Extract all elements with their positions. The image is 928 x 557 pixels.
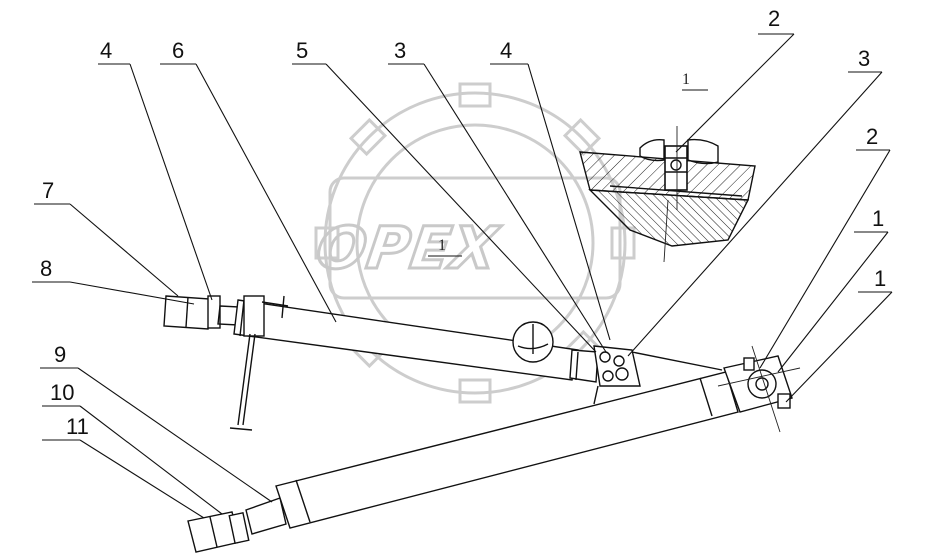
callout-2-top: 2 [768,6,780,31]
section-mark-top: 1 [682,71,690,88]
leader-lines [32,33,893,519]
callout-6: 6 [172,38,184,63]
callout-1-right-a: 1 [872,206,884,231]
lower-cylinder [187,345,801,553]
watermark-text: OPEX [312,214,504,282]
upper-cylinder [163,295,599,431]
callout-5: 5 [296,38,308,63]
section-mark-mid: 1 [438,237,446,254]
callout-11: 11 [66,414,89,439]
top-section-detail [579,89,756,263]
callout-9: 9 [54,342,66,367]
callout-1-right-b: 1 [874,266,886,291]
lower-cylinder-barrel [275,371,739,529]
section-marks: 1 1 [438,71,690,254]
opex-watermark-logo: OPEX [311,82,636,404]
callout-3-right: 3 [858,46,870,71]
callout-4-mid: 4 [500,38,512,63]
callout-7: 7 [42,178,54,203]
section-block-lower [588,189,750,247]
upper-cylinder-mount [243,295,265,337]
upper-cylinder-barrel [233,299,579,381]
watermark-badge [328,176,622,300]
callout-2-right: 2 [866,124,878,149]
callout-4-left: 4 [100,38,112,63]
callout-8: 8 [40,256,52,281]
callout-labels: 2 4 6 5 3 4 3 2 1 1 7 8 9 10 11 [40,6,886,439]
pressure-gauge [512,321,554,363]
callout-3-mid: 3 [394,38,406,63]
callout-10: 10 [50,380,74,405]
